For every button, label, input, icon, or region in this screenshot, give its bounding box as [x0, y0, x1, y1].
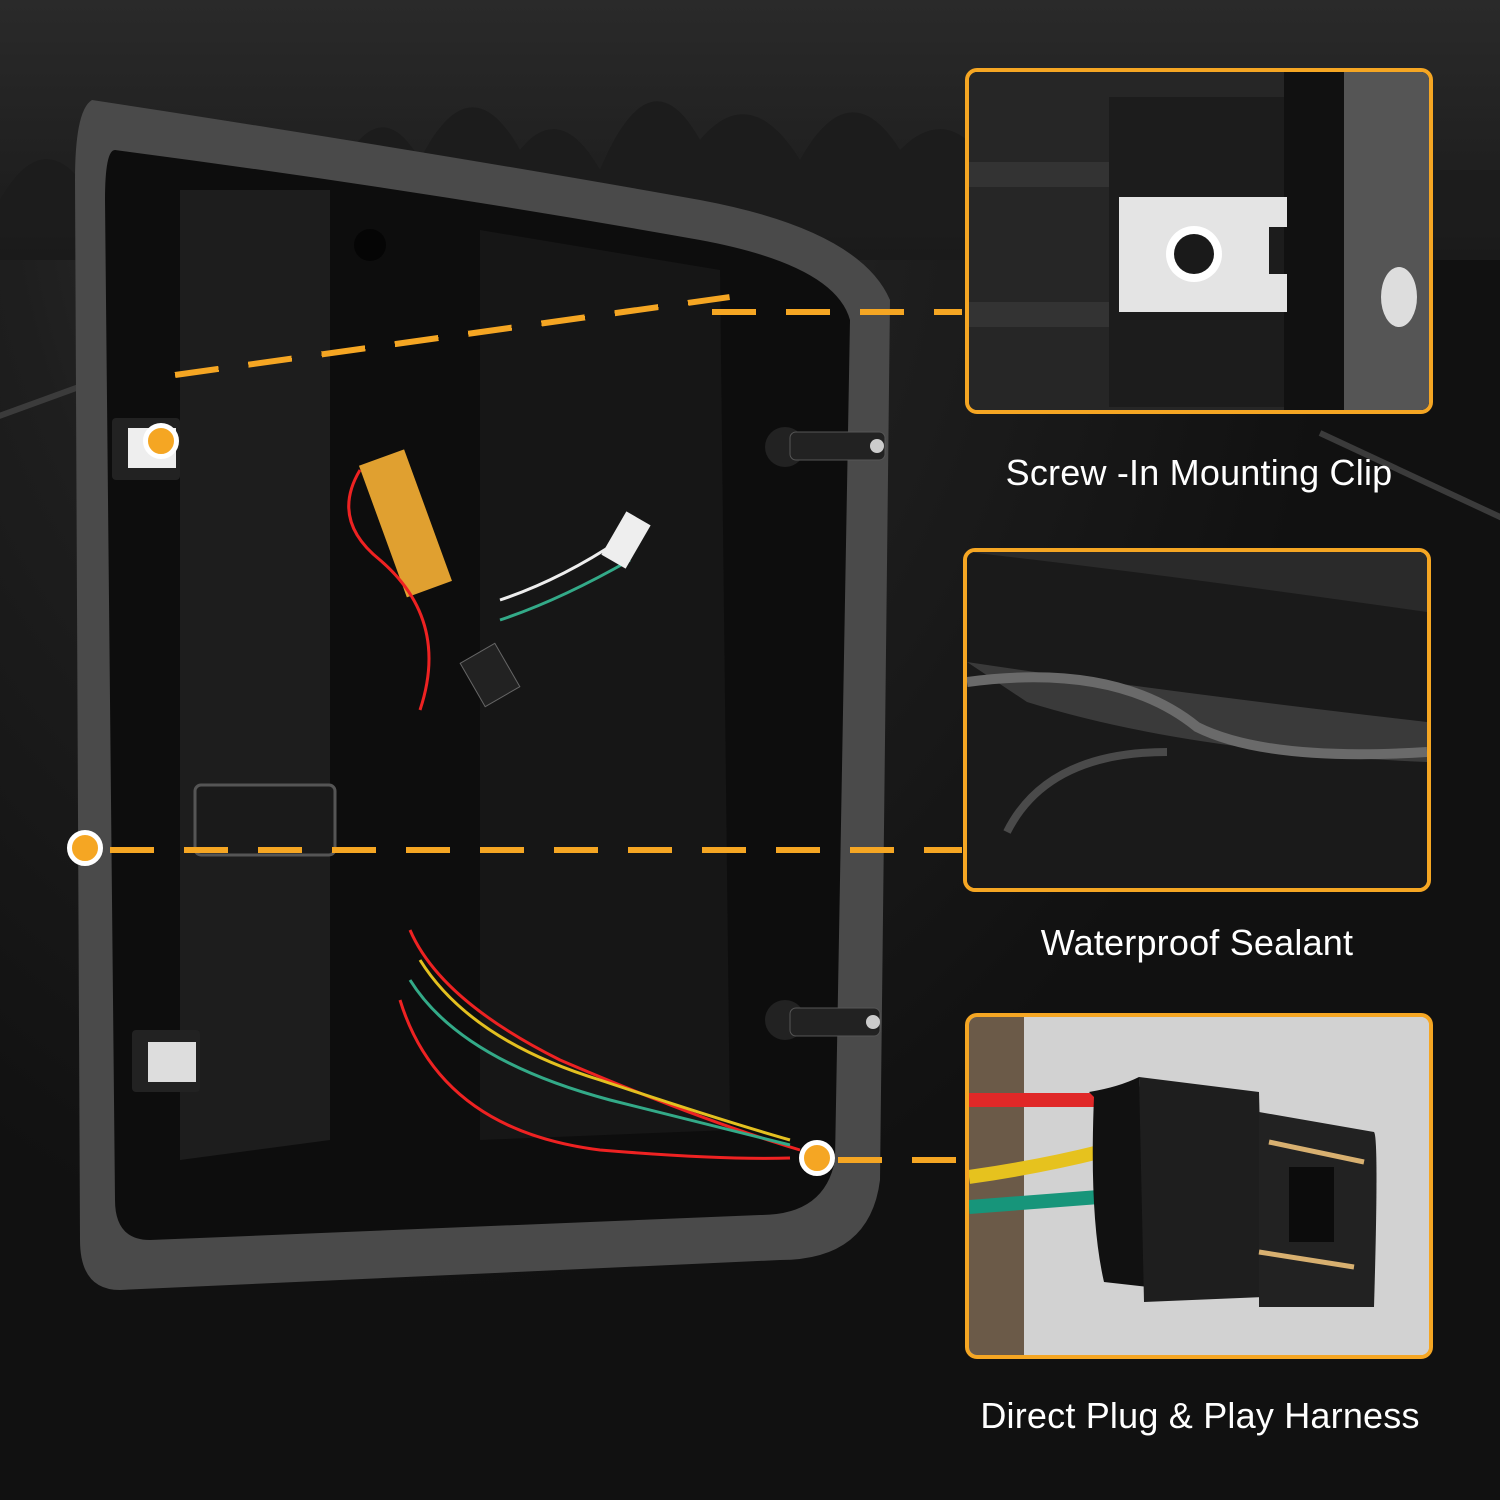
callout-panel-sealant — [963, 548, 1431, 892]
load-resistor — [358, 449, 452, 598]
callout-marker-mounting-clip — [143, 423, 179, 459]
callout-marker-sealant — [67, 830, 103, 866]
callout-label-mounting-clip: Screw -In Mounting Clip — [1005, 452, 1393, 493]
harness-connector-photo — [969, 1017, 1429, 1355]
sealant-photo — [967, 552, 1427, 888]
callout-label-harness: Direct Plug & Play Harness — [980, 1395, 1420, 1436]
callout-leader-line-sealant — [110, 847, 962, 853]
callout-label-sealant: Waterproof Sealant — [1040, 922, 1354, 963]
callout-panel-mounting-clip — [965, 68, 1433, 414]
mounting-clip-photo — [969, 72, 1429, 410]
callout-leader-line-harness — [838, 1157, 964, 1163]
callout-leader-line-mounting-clip-2 — [712, 309, 962, 315]
callout-marker-harness — [799, 1140, 835, 1176]
callout-panel-harness — [965, 1013, 1433, 1359]
tail-light-housing — [75, 100, 890, 1290]
